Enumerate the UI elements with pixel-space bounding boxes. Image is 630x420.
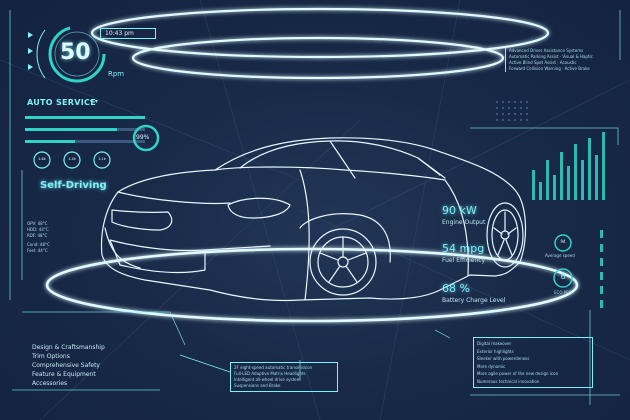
highlight-item: Sleeker with powerdeness <box>477 356 530 361</box>
right-frame <box>470 10 621 405</box>
stat-line: HDD: 44°C <box>27 227 49 232</box>
small-gauges <box>33 151 111 169</box>
speed-unit: Rpm <box>108 70 125 78</box>
adas-info: Advanced Driver Assistance Systems Autom… <box>505 48 614 72</box>
metric-label: Fuel Efficiency <box>442 257 486 264</box>
stat-line: OPV: 48°C <box>27 221 48 226</box>
service-title: AUTO SERVICE <box>27 98 96 107</box>
menu-item-safety[interactable]: Comprehensive Safety <box>32 362 100 369</box>
highlights-list: Digital makeover Exterior highlights Sle… <box>473 337 593 388</box>
adas-line: Automatic Parking Assist · Visual & Hapt… <box>509 54 593 59</box>
metric-fuel: 54 mpg Fuel Efficiency <box>442 242 485 264</box>
speed-dial <box>36 25 106 83</box>
chevron-down-icon[interactable]: ▾ ▾ <box>90 98 98 105</box>
speed-badge: 94 <box>560 239 566 244</box>
service-percent: 99% <box>136 134 150 141</box>
left-frame <box>9 10 186 391</box>
bottom-ring <box>45 247 579 323</box>
vertical-scale <box>600 230 604 310</box>
stat-line: Feel: 44°C <box>27 248 48 253</box>
note-line: Suspensions and Brake <box>234 383 281 388</box>
highlight-item: More dynamic <box>477 363 506 369</box>
clock-display: 10:43 pm <box>100 28 156 39</box>
adas-line: Advanced Driver Assistance Systems <box>509 48 584 53</box>
highlight-item: Digital makeover <box>477 341 512 346</box>
highlight-item: Exterior highlights <box>477 348 514 354</box>
metric-battery: 68 % Battery Charge Level <box>442 282 505 304</box>
menu-item-accessories[interactable]: Accessories <box>32 380 68 387</box>
highlight-item: More agile power of the new design icon <box>477 371 559 376</box>
self-driving-title[interactable]: Self-Driving <box>40 180 107 191</box>
metric-label: Battery Charge Level <box>442 297 506 304</box>
dot-grid <box>496 101 528 121</box>
gauge-label: 1.1k <box>98 157 106 161</box>
note-line: Intelligent all-wheel drive system <box>234 377 301 382</box>
left-arrows <box>28 32 33 70</box>
bar-graph <box>532 130 612 200</box>
self-driving-stats: OPV: 48°C HDD: 44°C RDF: 48°C Cond: 48°C… <box>27 221 50 254</box>
metric-label: Engine Output <box>442 219 486 226</box>
drivetrain-note: 2F eight-speed automatic transmission Fu… <box>230 362 338 392</box>
note-line: 2F eight-speed automatic transmission <box>234 365 313 370</box>
menu-item-design[interactable]: Design & Craftsmanship <box>32 344 105 351</box>
right-panel-rings <box>553 234 573 288</box>
speed-label: Average speed <box>545 253 575 258</box>
top-rings <box>90 7 550 80</box>
eco-label: ECO PRO <box>554 290 573 295</box>
note-line: Full-LED Adaptive Matrix Headlights <box>234 371 306 376</box>
car-outline <box>100 137 527 302</box>
service-bars <box>25 116 160 152</box>
metric-pointers <box>179 329 451 380</box>
adas-line: Active Blind Spot Assist · Acoustic <box>509 60 577 65</box>
metric-value: 68 % <box>442 282 470 295</box>
stat-line: RDF: 48°C <box>27 233 48 238</box>
feature-menu: Design & Craftsmanship Trim Options Comp… <box>32 343 105 388</box>
stat-line: Cond: 48°C <box>27 242 50 247</box>
gauge-label: 1.8k <box>38 157 46 161</box>
menu-item-features[interactable]: Feature & Equipment <box>32 371 96 378</box>
eco-value: 6 <box>560 272 566 281</box>
metric-value: 54 mpg <box>442 242 485 255</box>
metric-engine: 90 kW Engine Output <box>442 204 485 226</box>
speed-value: 50 <box>60 40 91 65</box>
metric-value: 90 kW <box>442 204 477 217</box>
menu-item-trim[interactable]: Trim Options <box>32 353 70 360</box>
adas-line: Forward Collision Warning · Active Brake <box>509 66 590 71</box>
gauge-label: 1.4k <box>68 157 76 161</box>
highlight-item: Numerous technical innovation <box>477 378 540 384</box>
